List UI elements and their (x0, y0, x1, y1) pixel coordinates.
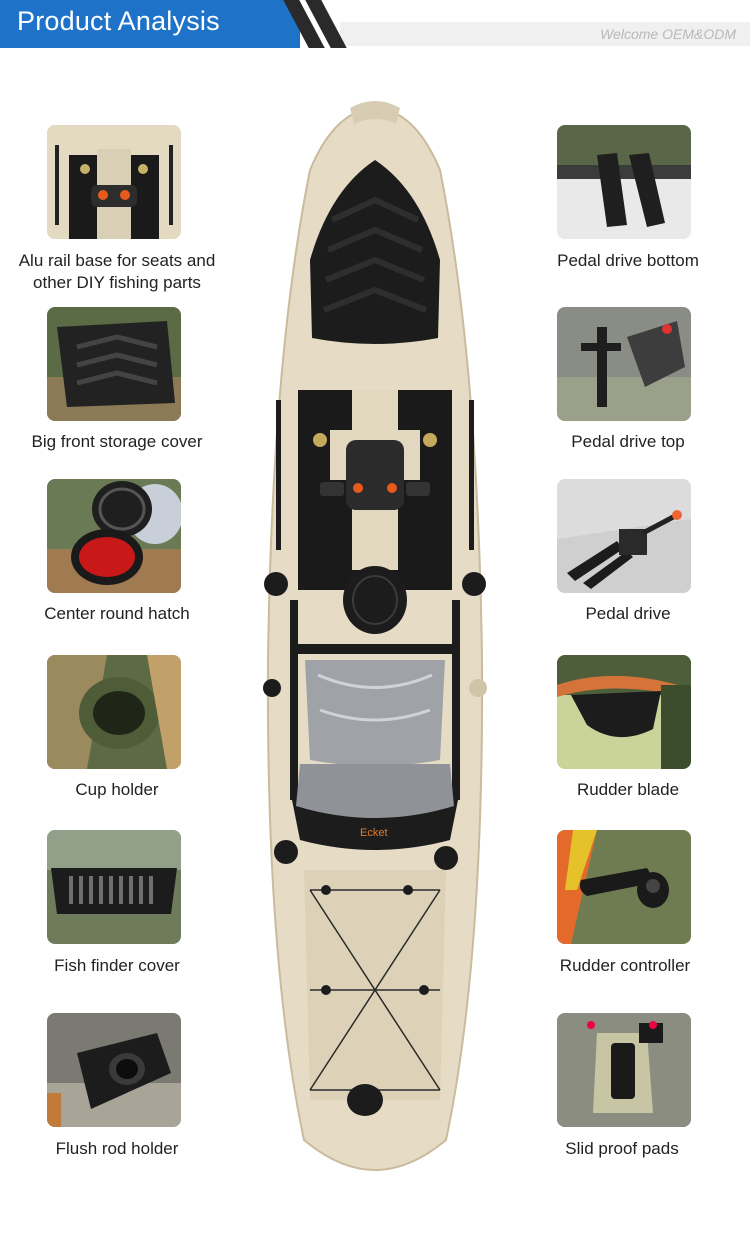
caption-cup-holder: Cup holder (75, 780, 159, 799)
caption-rod-holder: Flush rod holder (55, 1139, 179, 1158)
caption-slid-proof: Slid proof pads (565, 1139, 679, 1158)
rudder-controller-photo (557, 830, 691, 944)
alu-rail-photo (47, 125, 181, 239)
pedal-bottom-photo (557, 125, 691, 239)
caption-rudder-blade: Rudder blade (576, 780, 680, 799)
caption-pedal-top: Pedal drive top (571, 432, 685, 451)
caption-center-hatch: Center round hatch (44, 604, 190, 623)
seat-brand-text: Ecket (360, 827, 388, 839)
welcome-text: Welcome OEM&ODM (600, 26, 736, 42)
center-hatch-photo (47, 479, 181, 593)
caption-pedal-bottom: Pedal drive bottom (557, 251, 699, 270)
rudder-blade-photo (557, 655, 691, 769)
header-banner: Product Analysis Welcome OEM&ODM (0, 0, 750, 48)
caption-rudder-controller: Rudder controller (559, 956, 691, 975)
kayak-top-view: Ecket (250, 100, 500, 1180)
slid-proof-photo (557, 1013, 691, 1127)
fish-finder-photo (47, 830, 181, 944)
caption-fish-finder: Fish finder cover (54, 956, 180, 975)
caption-pedal-drive: Pedal drive (585, 604, 671, 623)
page-title: Product Analysis (17, 6, 220, 36)
pedal-drive-photo (557, 479, 691, 593)
header-blue-tab (0, 0, 300, 48)
front-storage-photo (47, 307, 181, 421)
caption-front-storage: Big front storage cover (31, 432, 203, 451)
cup-holder-photo (47, 655, 181, 769)
header-grey-bar (340, 22, 750, 46)
caption-alu-rail: Alu rail base for seats and other DIY fi… (18, 251, 216, 292)
rod-holder-photo (47, 1013, 181, 1127)
pedal-top-photo (557, 307, 691, 421)
